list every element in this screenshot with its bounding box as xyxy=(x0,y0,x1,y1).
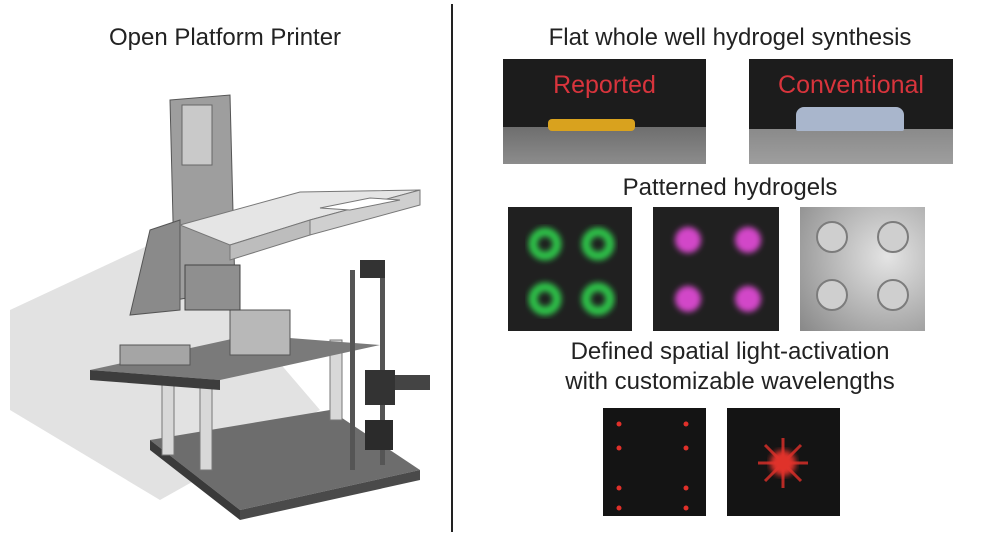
reported-label: Reported xyxy=(553,71,656,99)
red-starburst-image xyxy=(727,408,840,516)
printer-title: Open Platform Printer xyxy=(108,24,342,51)
flat-synthesis-title: Flat whole well hydrogel synthesis xyxy=(548,24,912,51)
patterned-title: Patterned hydrogels xyxy=(622,174,838,201)
reported-photo: Reported xyxy=(503,59,706,164)
conventional-gel xyxy=(796,107,904,131)
magenta-dots-image xyxy=(653,207,779,331)
reported-gel xyxy=(548,119,635,131)
stage-plate xyxy=(90,335,380,380)
panel-divider xyxy=(451,4,453,532)
brightfield-image xyxy=(800,207,925,331)
light-activation-title-line2: with customizable wavelengths xyxy=(565,368,895,395)
red-dot-array-image xyxy=(603,408,706,516)
printer-render xyxy=(10,94,430,520)
light-activation-title-line1: Defined spatial light-activation xyxy=(570,338,890,365)
conventional-photo: Conventional xyxy=(749,59,953,164)
conventional-label: Conventional xyxy=(778,71,924,99)
green-rings-image xyxy=(508,207,632,331)
